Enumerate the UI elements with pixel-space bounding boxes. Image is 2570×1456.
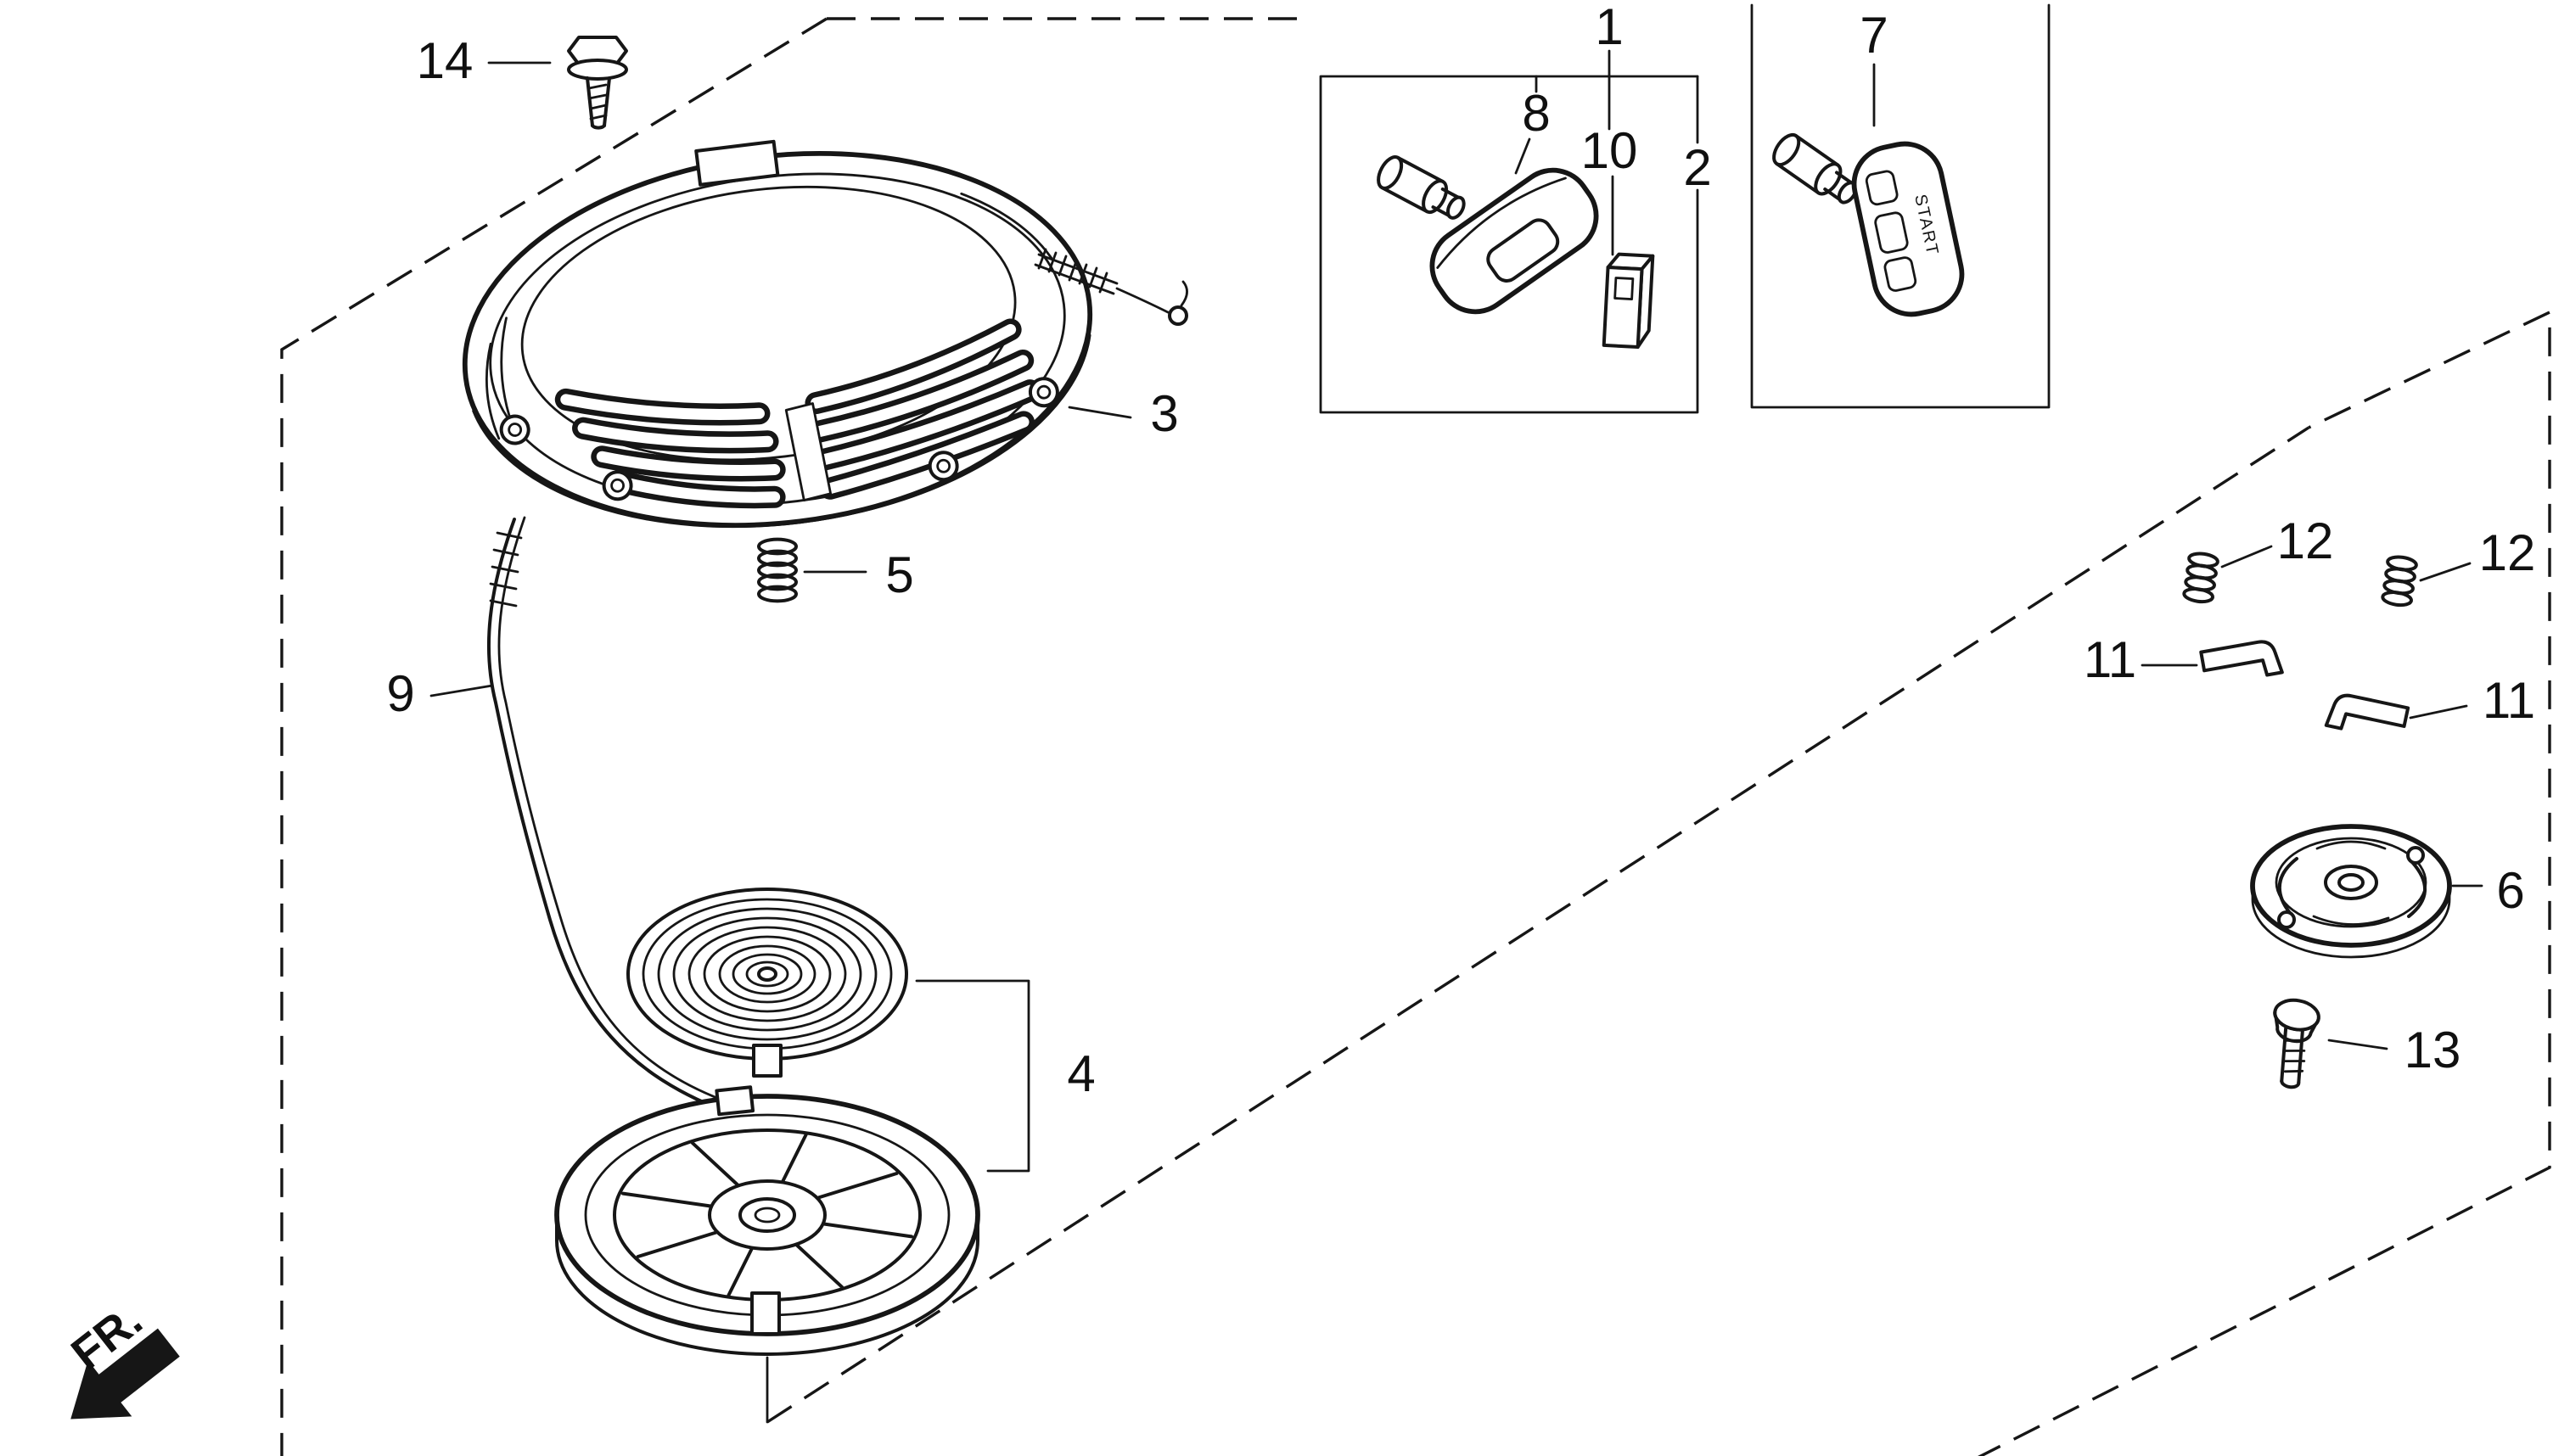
callout-8: 8 <box>1522 85 1550 142</box>
callout-12-right: 12 <box>2479 524 2536 581</box>
callout-7: 7 <box>1860 7 1888 64</box>
part-8-starter-grip <box>1429 167 1599 315</box>
part-9-starter-rope <box>486 516 742 1117</box>
callout-11-right: 11 <box>2483 672 2535 729</box>
callout-11-left: 11 <box>2084 631 2136 688</box>
fr-direction-indicator: FR. <box>62 1294 180 1420</box>
callout-10: 10 <box>1581 122 1638 179</box>
part-3-starter-cover <box>462 139 1093 529</box>
callout-labels: 14 3 5 9 4 1 8 10 2 7 12 12 11 11 6 13 <box>386 0 2535 1102</box>
leader-9 <box>429 684 494 697</box>
part-11-guide-left <box>2199 640 2284 677</box>
callout-3: 3 <box>1150 385 1178 442</box>
part-10-rope-clip <box>1602 252 1655 349</box>
cover-rope-end <box>1034 248 1188 326</box>
part-5-spring <box>757 537 798 603</box>
part-7-starter-grip: START <box>1851 141 1965 317</box>
part-4-rope-reel <box>554 1085 980 1356</box>
callout-6: 6 <box>2496 862 2524 919</box>
part-8-ferrule <box>1377 155 1466 220</box>
leader-4-bracket <box>915 979 1030 1173</box>
part-13-screw <box>2273 998 2320 1089</box>
leader-13 <box>2327 1039 2388 1050</box>
callout-2: 2 <box>1683 139 1711 196</box>
part-7-ferrule <box>1772 132 1858 204</box>
leader-3 <box>1068 406 1132 419</box>
callout-12-left: 12 <box>2277 512 2334 569</box>
leader-lines <box>429 49 2483 1173</box>
leader-1-bracket <box>1514 49 1876 256</box>
callout-14: 14 <box>417 32 474 89</box>
fr-arrow-icon <box>70 1328 180 1420</box>
inset-box-lines <box>1319 3 2051 414</box>
part-11-guide-right <box>2324 693 2410 731</box>
part-4-spiral-spring <box>626 888 908 1078</box>
callout-5: 5 <box>885 546 913 603</box>
callout-4: 4 <box>1067 1045 1095 1102</box>
callout-13: 13 <box>2404 1022 2461 1078</box>
callout-9: 9 <box>386 665 414 722</box>
cover-mounting-holes <box>499 377 1059 501</box>
part-6-ratchet-plate <box>2250 824 2452 959</box>
leader-12b <box>2419 562 2472 582</box>
boundary-dashed-frame <box>280 17 2551 1456</box>
part-12-spring-left <box>2182 552 2219 604</box>
callout-1: 1 <box>1595 0 1623 55</box>
part-12-spring-right <box>2381 555 2418 608</box>
leader-11b <box>2409 704 2468 720</box>
leader-12a <box>2220 545 2273 568</box>
part-14-flange-bolt <box>567 36 628 130</box>
